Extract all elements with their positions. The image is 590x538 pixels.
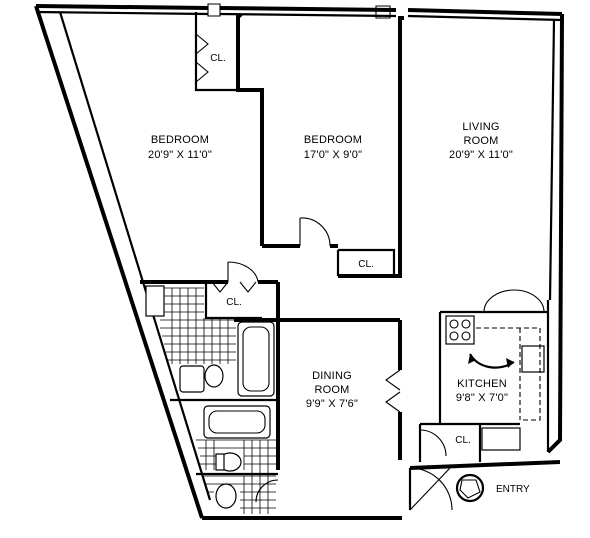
living-name-line1: LIVING xyxy=(462,121,499,133)
dining-dims: 9'9" X 7'6" xyxy=(306,398,358,410)
entry-label: ENTRY xyxy=(496,484,530,495)
bedroom1-name: BEDROOM xyxy=(151,134,209,146)
kitchen-fixtures xyxy=(445,315,545,451)
room-labels: BEDROOM 20'9" X 11'0" BEDROOM 17'0" X 9'… xyxy=(148,53,530,495)
bathroom-upper xyxy=(145,285,275,397)
interior-walls xyxy=(140,12,550,476)
living-dims: 20'9" X 11'0" xyxy=(449,149,513,161)
doors xyxy=(195,33,545,511)
bedroom1-dims: 20'9" X 11'0" xyxy=(148,149,212,161)
entry-compass-icon xyxy=(455,473,485,503)
sink-upper xyxy=(179,365,205,393)
fridge xyxy=(521,345,545,373)
toilet-upper xyxy=(204,364,224,388)
dining-name-line1: DINING xyxy=(312,370,352,382)
sink-lower xyxy=(215,483,237,509)
living-name-line2: ROOM xyxy=(463,135,498,147)
entry-closet-label: CL. xyxy=(455,435,471,446)
kitchen-name: KITCHEN xyxy=(457,378,507,390)
dining-name-line2: ROOM xyxy=(314,384,349,396)
bedroom1-closet-label: CL. xyxy=(210,53,226,64)
exterior-walls xyxy=(34,4,564,520)
stove xyxy=(445,315,475,345)
kitchen-sink xyxy=(481,427,521,451)
bedroom2-name: BEDROOM xyxy=(304,134,362,146)
bathroom-lower xyxy=(196,405,276,514)
bathtub-upper xyxy=(237,321,275,397)
bathtub-lower xyxy=(203,405,271,439)
kitchen-dims: 9'8" X 7'0" xyxy=(456,392,508,404)
bedroom2-dims: 17'0" X 9'0" xyxy=(304,149,362,161)
windows xyxy=(207,3,391,22)
bedroom2-closet-label: CL. xyxy=(358,259,374,270)
hall-closet-label: CL. xyxy=(226,297,242,308)
